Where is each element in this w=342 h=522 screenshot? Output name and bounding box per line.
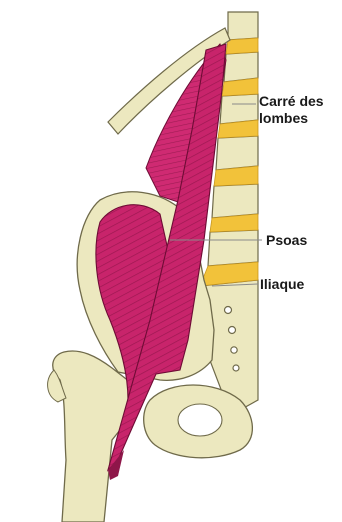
sacral-foramen [225, 307, 232, 314]
sacral-foramen [229, 327, 236, 334]
vertebra-5 [212, 184, 258, 218]
vertebra-6 [208, 230, 258, 266]
vertebra-4 [216, 136, 258, 170]
label-psoas: Psoas [266, 232, 307, 248]
label-quadratus-lumborum-line1: Carré des [259, 93, 324, 109]
vertebra-1 [228, 12, 258, 40]
obturator-foramen [178, 404, 222, 436]
label-iliacus: Iliaque [260, 276, 304, 292]
sacral-foramen [231, 347, 237, 353]
sacral-foramen [233, 365, 239, 371]
label-quadratus-lumborum-line2: lombes [259, 110, 308, 126]
vertebra-2 [224, 52, 258, 82]
vertebra-3 [220, 94, 258, 124]
disc-1 [226, 38, 258, 54]
